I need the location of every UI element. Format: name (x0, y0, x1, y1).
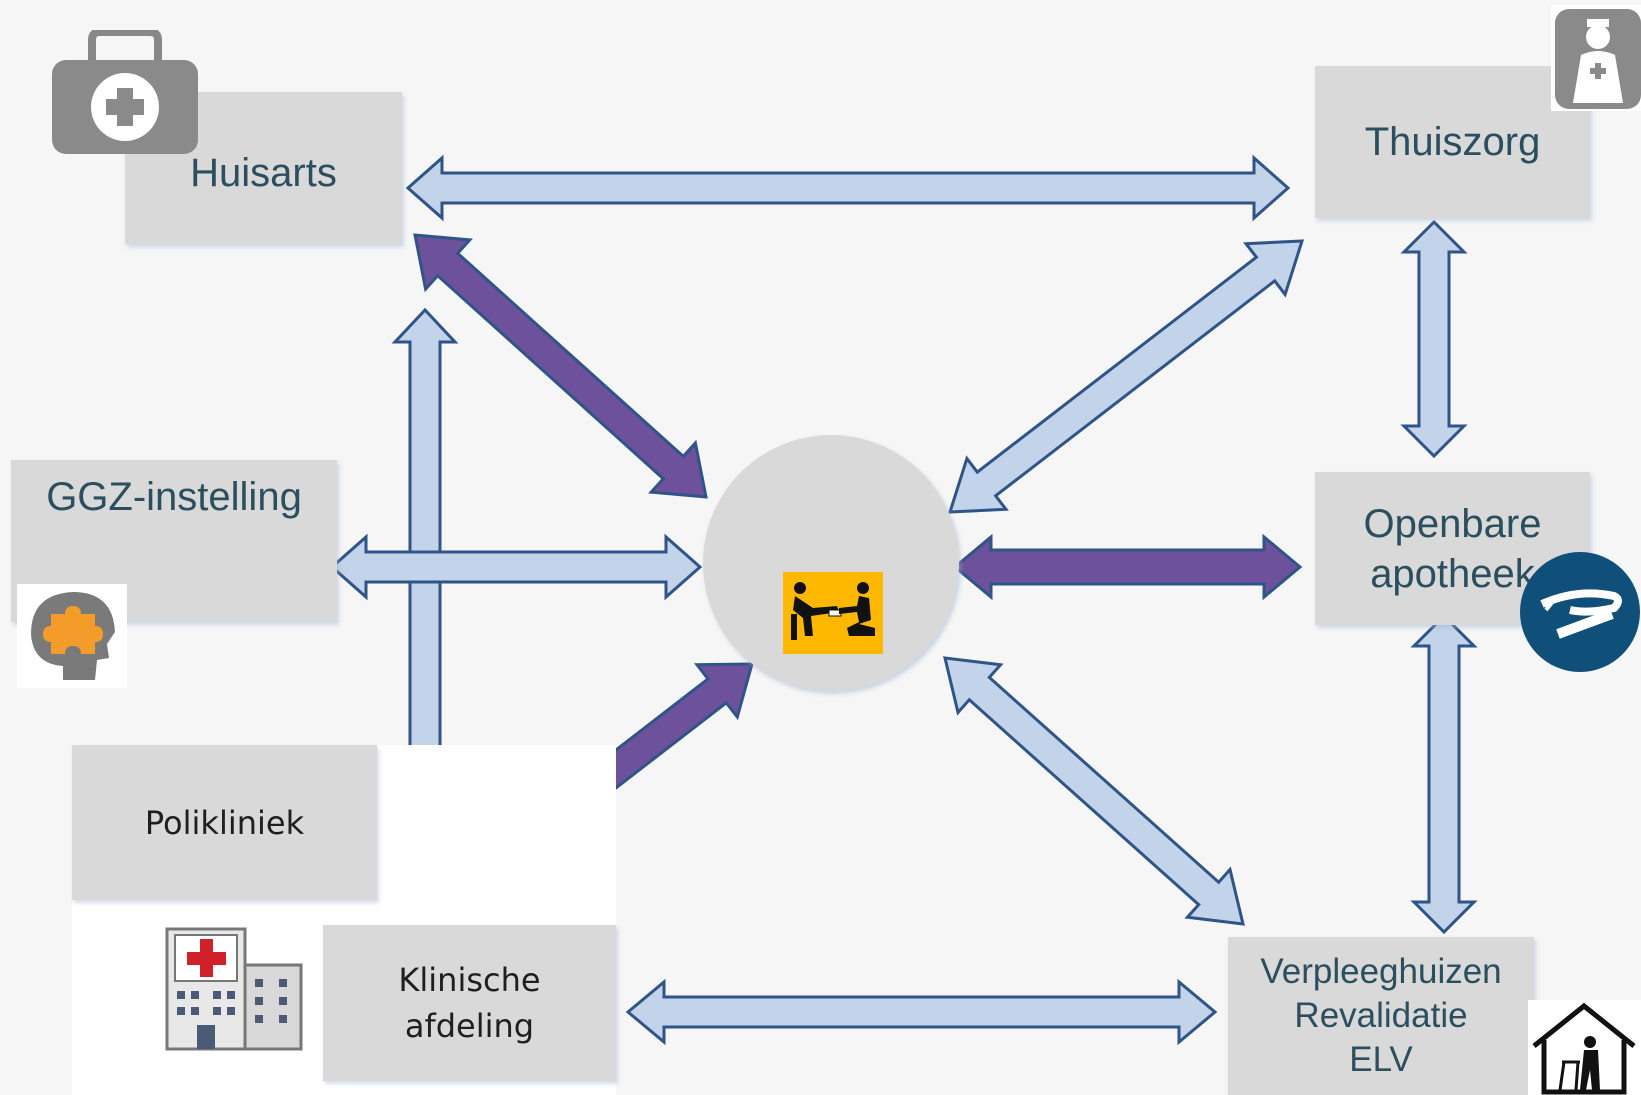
verpleeg-label: Verpleeghuizen Revalidatie ELV (1260, 950, 1501, 1082)
verpleeg-box: Verpleeghuizen Revalidatie ELV (1228, 937, 1534, 1095)
nurse-icon (1551, 5, 1641, 111)
arrow-huisarts-thuiszorg (405, 154, 1291, 222)
klinisch-label-line-2: afdeling (404, 1007, 535, 1045)
verpleeg-label-line-3: ELV (1349, 1040, 1413, 1079)
arrow-thuiszorg-center (947, 239, 1305, 514)
apotheek-label: Openbare apotheek (1364, 499, 1542, 599)
apotheek-label-line-2: apotheek (1370, 551, 1535, 596)
verpleeg-label-line-1: Verpleeghuizen (1260, 952, 1502, 991)
thuiszorg-box: Thuiszorg (1315, 66, 1590, 218)
klinisch-label-line-1: Klinische (398, 961, 541, 999)
consultation-icon (783, 572, 883, 654)
polikliniek-box: Polikliniek (72, 745, 377, 900)
arrow-center-apotheek (952, 533, 1303, 601)
klinisch-label: Klinische afdeling (398, 957, 540, 1049)
arrow-center-verpleeg (943, 656, 1245, 926)
pharmacy-icon (1520, 552, 1640, 672)
polikliniek-label: Polikliniek (144, 803, 305, 842)
arrow-huisarts-center (413, 233, 708, 499)
huisarts-label: Huisarts (190, 151, 337, 195)
arrow-klinisch-verpleeg (625, 978, 1218, 1046)
arrow-ggz-center (329, 533, 703, 601)
medical-kit-icon (52, 30, 198, 154)
arrow-thuiszorg-apotheek (1400, 219, 1468, 459)
elderly-home-icon (1528, 1000, 1641, 1095)
ggz-label: GGZ-instelling (46, 475, 302, 519)
brain-puzzle-icon (17, 584, 127, 688)
verpleeg-label-line-2: Revalidatie (1294, 996, 1468, 1035)
klinisch-box: Klinische afdeling (323, 925, 616, 1081)
arrow-apotheek-verpleeg (1410, 613, 1478, 935)
apotheek-label-line-1: Openbare (1363, 501, 1542, 546)
thuiszorg-label: Thuiszorg (1364, 120, 1541, 164)
hospital-icon (165, 927, 303, 1051)
